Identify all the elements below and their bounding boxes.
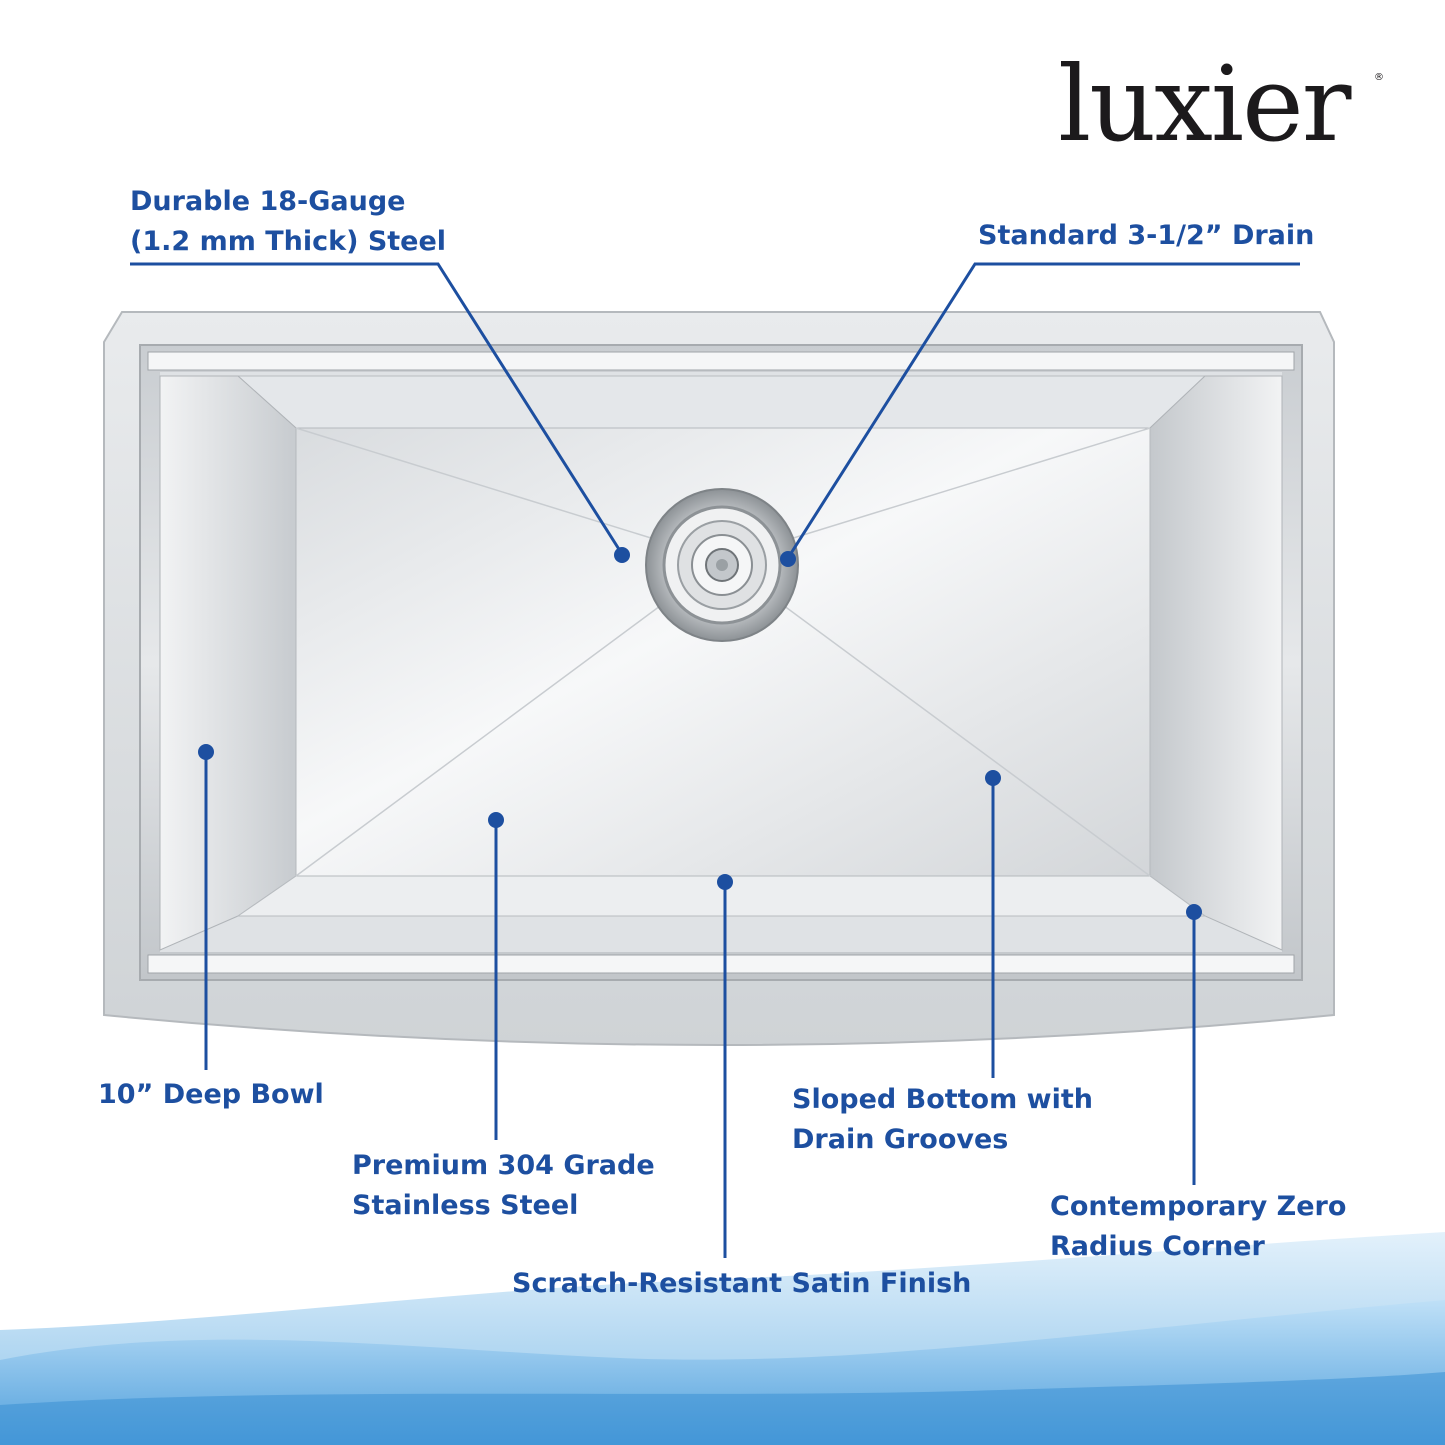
callout-drain: Standard 3-1/2” Drain [978,216,1314,256]
callout-corner: Contemporary Zero Radius Corner [1050,1187,1346,1267]
callout-dot-drain [780,551,796,567]
callout-drain-line1: Standard 3-1/2” Drain [978,220,1315,251]
callout-dot-grade [488,812,504,828]
callout-dot-bowl [198,744,214,760]
callout-dot-gauge [614,547,630,563]
callout-gauge: Durable 18-Gauge (1.2 mm Thick) Steel [130,182,446,262]
callout-gauge-line2: (1.2 mm Thick) Steel [130,226,447,257]
sink-left-wall [159,375,297,951]
callout-grade: Premium 304 Grade Stainless Steel [352,1146,655,1226]
callout-slope: Sloped Bottom with Drain Grooves [792,1080,1093,1160]
callout-dot-corner [1186,904,1202,920]
callout-slope-line1: Sloped Bottom with [792,1084,1093,1115]
drain-icon [645,488,799,642]
registered-mark: ® [1374,72,1384,83]
callout-grade-line2: Stainless Steel [352,1190,579,1221]
callout-grade-line1: Premium 304 Grade [352,1150,655,1181]
callout-slope-line2: Drain Grooves [792,1124,1009,1155]
brand-logo: luxier [1058,43,1351,165]
sink-right-wall [1149,375,1283,951]
sink-back-wall [236,375,1207,429]
callout-dot-slope [985,770,1001,786]
callout-corner-line1: Contemporary Zero [1050,1191,1347,1222]
callout-dot-finish [717,874,733,890]
callout-bowl-line1: 10” Deep Bowl [98,1079,324,1110]
callout-bowl: 10” Deep Bowl [98,1075,324,1115]
callout-finish: Scratch-Resistant Satin Finish [512,1264,971,1304]
callout-finish-line1: Scratch-Resistant Satin Finish [512,1268,972,1299]
callout-gauge-line1: Durable 18-Gauge [130,186,406,217]
callout-corner-line2: Radius Corner [1050,1231,1265,1262]
